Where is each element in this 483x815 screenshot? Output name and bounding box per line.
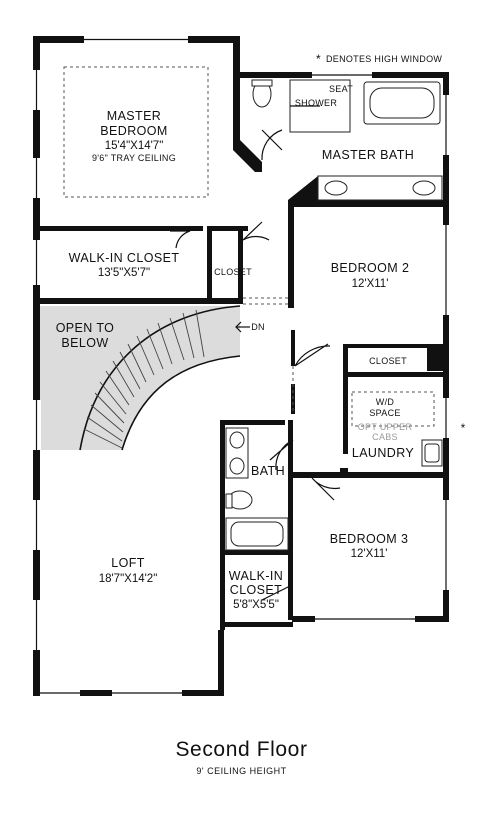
bath-label: BATH: [251, 464, 285, 478]
bedroom-3-label: BEDROOM 3: [330, 532, 409, 546]
master-bath-shower: SHOWER: [295, 98, 338, 108]
laundry-fixtures: [351, 391, 443, 467]
bedroom-3-size: 12'X11': [351, 548, 388, 560]
walls: [33, 36, 449, 696]
master-bath-label: MASTER BATH: [322, 148, 414, 162]
floor-title: Second Floor: [175, 738, 308, 761]
high-window-marker: *: [461, 423, 466, 435]
open-to-below-label-2: BELOW: [61, 336, 108, 350]
walk-in-closet-2-label-1: WALK-IN: [229, 569, 283, 583]
walk-in-closet-2-size: 5'8"X5'5": [233, 599, 279, 611]
down-arrow-icon: [235, 321, 250, 333]
high-window-note: * DENOTES HIGH WINDOW: [316, 52, 442, 66]
openings: [243, 297, 294, 414]
master-bedroom-size: 15'4"X14'7": [105, 140, 164, 152]
master-bedroom-label-1: MASTER: [107, 109, 162, 123]
floor-subtitle: 9' CEILING HEIGHT: [196, 766, 287, 776]
master-bath-fixtures: [251, 79, 443, 201]
closet-2-label: CLOSET: [369, 356, 407, 366]
laundry-label: LAUNDRY: [352, 446, 415, 460]
hall-bath-fixtures: [225, 427, 289, 551]
walk-in-closet-2-label-2: CLOSET: [230, 583, 282, 597]
high-window-note-text: DENOTES HIGH WINDOW: [325, 54, 443, 64]
bedroom-2-size: 12'X11': [352, 278, 389, 290]
staircase: [79, 305, 241, 451]
master-bath-seat: SEAT: [329, 84, 353, 94]
laundry-opt-2: CABS: [372, 432, 398, 442]
laundry-opt-1: OPT UPPER: [358, 422, 413, 432]
closet-label: CLOSET: [214, 267, 252, 277]
master-bedroom-label-2: BEDROOM: [100, 124, 167, 138]
bedroom-2-label: BEDROOM 2: [331, 261, 410, 275]
walk-in-closet-label: WALK-IN CLOSET: [69, 251, 180, 265]
doors: [170, 129, 341, 601]
high-window-note-star: *: [316, 52, 321, 66]
loft-size: 18'7"X14'2": [99, 573, 158, 585]
tray-ceiling-outline: [63, 66, 209, 198]
laundry-wd-1: W/D: [376, 397, 395, 407]
dn-label: DN: [251, 322, 265, 332]
open-to-below-label-1: OPEN TO: [56, 321, 115, 335]
walk-in-closet-size: 13'5"X5'7": [98, 267, 150, 279]
windows: [32, 35, 450, 697]
master-bedroom-detail: 9'6" TRAY CEILING: [92, 153, 176, 163]
loft-label: LOFT: [111, 556, 145, 570]
laundry-wd-2: SPACE: [369, 408, 400, 418]
